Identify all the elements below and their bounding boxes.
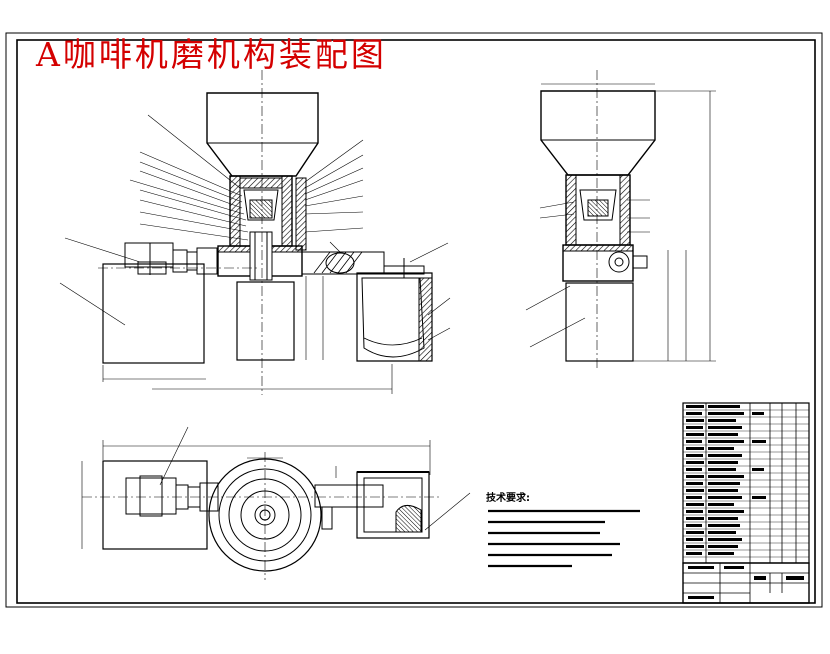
front-screw-conveyor	[301, 251, 385, 275]
front-stand	[236, 281, 295, 361]
tech-requirements-heading: 技术要求:	[486, 493, 530, 504]
top-view	[81, 426, 471, 580]
side-stand	[565, 282, 634, 362]
outer-border	[5, 32, 823, 608]
tech-notes	[488, 509, 640, 568]
title-block	[682, 562, 810, 604]
front-collection-bin	[356, 258, 433, 362]
top-motor-base	[102, 460, 208, 550]
front-view	[59, 70, 451, 395]
parts-list-table	[682, 402, 810, 564]
drawing-title: A咖啡机磨机构装配图	[36, 35, 387, 74]
inner-border	[16, 39, 816, 604]
side-hopper	[540, 90, 656, 176]
side-view	[525, 70, 716, 368]
front-hopper	[206, 92, 319, 177]
front-motor	[102, 263, 205, 364]
